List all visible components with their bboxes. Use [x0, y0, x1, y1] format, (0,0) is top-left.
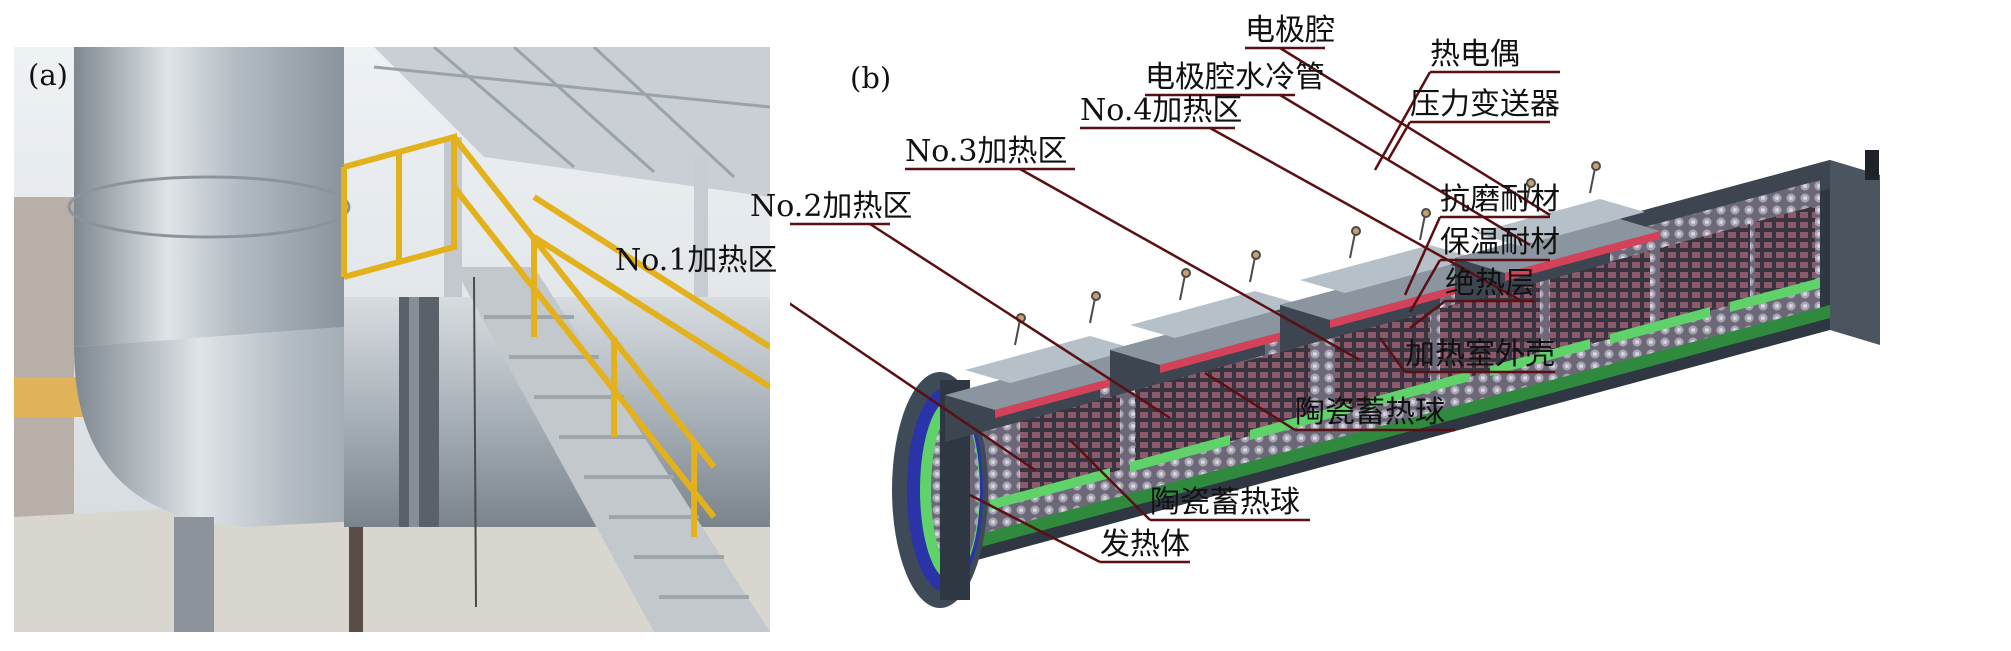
callout-insulation-layer: 绝热层 — [1445, 266, 1535, 301]
callout-electrode-cavity: 电极腔 — [1245, 13, 1335, 48]
leader-lines — [790, 46, 1560, 564]
panel-a-label: (a) — [28, 58, 68, 92]
callout-pressure-transmitter: 压力变送器 — [1410, 87, 1560, 122]
callout-zone2: No.2加热区 — [750, 189, 913, 224]
thermocouple-probes — [1014, 161, 1601, 346]
heater-cutaway-diagram — [790, 46, 1880, 608]
callout-heating-chamber-shell: 加热室外壳 — [1405, 337, 1555, 372]
callout-thermocouple: 热电偶 — [1430, 37, 1520, 72]
heater-base-strips — [990, 278, 1820, 510]
callout-ceramic-ball-2: 陶瓷蓄热球 — [1150, 485, 1300, 520]
callout-electrode-cooling-pipe: 电极腔水冷管 — [1145, 60, 1325, 95]
panel-b-label: (b) — [850, 61, 892, 95]
photo-panel-a: (a) — [14, 47, 770, 632]
callout-insulating-refractory: 保温耐材 — [1440, 225, 1560, 260]
heater-elements — [1020, 206, 1815, 497]
callout-zone1: No.1加热区 — [615, 243, 778, 278]
callout-wear-resistant: 抗磨耐材 — [1440, 182, 1560, 217]
plant-photo — [14, 47, 770, 632]
callout-zone3: No.3加热区 — [905, 134, 1068, 169]
diagram-panel-b: (b) No.1加热区 No.2加热区 No.3加热区 No.4加热区 电极腔 … — [615, 0, 2011, 651]
callout-zone4: No.4加热区 — [1080, 93, 1243, 128]
callout-heater: 发热体 — [1100, 527, 1190, 562]
callout-ceramic-ball-1: 陶瓷蓄热球 — [1295, 395, 1445, 430]
